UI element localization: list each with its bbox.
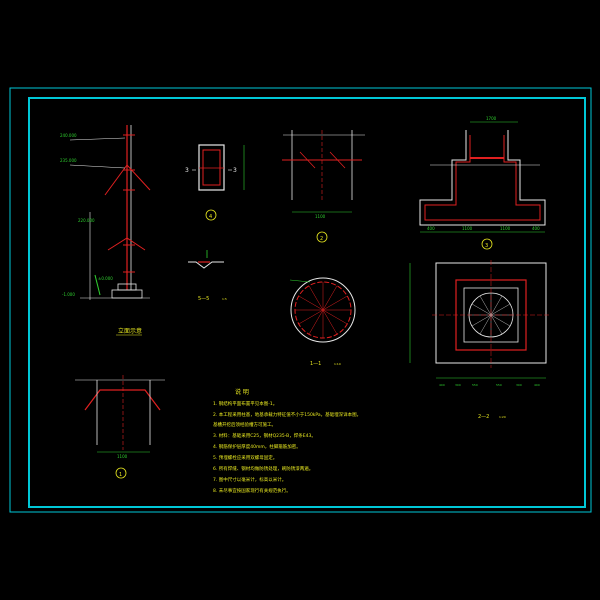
plan-scale: 1:20 (499, 415, 506, 419)
plan-dim-3: 550 (472, 383, 478, 387)
plan-title: 2—2 (478, 414, 489, 420)
elev-label-1: 240.000 (60, 133, 77, 138)
spoke-line (471, 303, 492, 316)
pole-elevation: 240.000 235.000 220.000 ±0.000 -1.000 立面… (60, 125, 151, 336)
note-line: 8. 未尽事宜按国家现行有关规范执行。 (213, 487, 291, 494)
section4-left-mark: 3 (185, 167, 189, 174)
spoke-line (490, 295, 503, 316)
spoke-line (308, 309, 324, 335)
note-line: 基槽开挖后须经验槽方可施工。 (213, 421, 276, 428)
spoke-line (471, 314, 492, 327)
note-line: 5. 预埋螺栓应采用双螺母固定。 (213, 454, 277, 461)
detail2-marker: 2 (320, 236, 323, 242)
spoke-line (490, 314, 503, 335)
note-line: 1. 钢结构平面布置平见本图-1。 (213, 400, 277, 407)
inner-frame (28, 97, 586, 508)
detail-2: 1100 2 (282, 130, 365, 243)
spoke-line (490, 303, 511, 316)
note-line: 2. 本工程采用柱基，地基承载力特征值不小于150kPa，基础埋深详本图， (213, 411, 361, 418)
foundation3-top-dim: 1700 (486, 116, 497, 121)
notes-block: 说 明 1. 钢结构平面布置平见本图-1。 2. 本工程采用柱基，地基承载力特征… (213, 388, 361, 494)
elev-label-3: 220.000 (78, 218, 95, 223)
plan-dim-1: 400 (439, 383, 445, 387)
note-line: 4. 钢筋保护层厚度40mm，柱脚箍筋加密。 (213, 443, 301, 450)
detail1-dim: 1100 (117, 454, 128, 459)
spoke-line (322, 309, 348, 325)
spoke-line (479, 295, 492, 316)
section4-right-mark: 3 (233, 167, 237, 174)
spoke-line (322, 285, 338, 311)
spoke-line (308, 285, 324, 311)
plan-dim-5: 300 (516, 383, 522, 387)
section4-marker: 4 (209, 214, 212, 220)
note-line: 6. 所有焊缝、钢材均做防锈处理，刷防锈漆两遍。 (213, 465, 313, 472)
plan-dim-4: 550 (496, 383, 502, 387)
foundation3-dim-1: 400 (427, 226, 435, 231)
spoke-line (298, 295, 324, 311)
elev-label-4: ±0.000 (98, 276, 113, 281)
detail-5-5-scale: 1:5 (222, 297, 227, 301)
elev-label-5: -1.000 (62, 292, 75, 297)
plan-dim-2: 300 (455, 383, 461, 387)
plan-dim-6: 400 (534, 383, 540, 387)
foundation3-dim-3: 1100 (500, 226, 511, 231)
spoke-line (322, 295, 348, 311)
notes-title: 说 明 (235, 388, 249, 396)
detail-5-5-title: 5—5 (198, 296, 209, 302)
note-line: 3. 材料：基础采用C25，钢材Q235-B，焊条E43。 (213, 432, 316, 439)
detail-1: 1100 1 (75, 375, 165, 479)
elev-label-2: 235.000 (60, 158, 77, 163)
section-4: 3 3 4 (185, 144, 245, 221)
spoke-line (322, 309, 338, 335)
detail2-dim: 1100 (315, 214, 326, 219)
pole-title: 立面示意 (118, 327, 142, 335)
foundation3-dim-4: 400 (532, 226, 540, 231)
spoke-line (298, 309, 324, 325)
spoke-line (490, 314, 511, 327)
note-line: 7. 图中尺寸以毫米计，标高以米计。 (213, 476, 286, 483)
circle-section-scale: 1:10 (334, 362, 341, 366)
foundation-3: 1700 400 1100 1100 400 3 (419, 116, 546, 250)
foundation3-marker: 3 (485, 243, 488, 249)
circle-section-1-1: 1—1 1:10 (289, 277, 356, 367)
plan-2-2: 400 300 550 550 300 400 2—2 1:20 (409, 260, 550, 420)
detail1-marker: 1 (119, 472, 122, 478)
outer-frame (9, 87, 592, 513)
circle-section-title: 1—1 (310, 361, 321, 367)
foundation3-dim-2: 1100 (462, 226, 473, 231)
spoke-line (479, 314, 492, 335)
detail-5-5: 5—5 1:5 (188, 250, 227, 302)
